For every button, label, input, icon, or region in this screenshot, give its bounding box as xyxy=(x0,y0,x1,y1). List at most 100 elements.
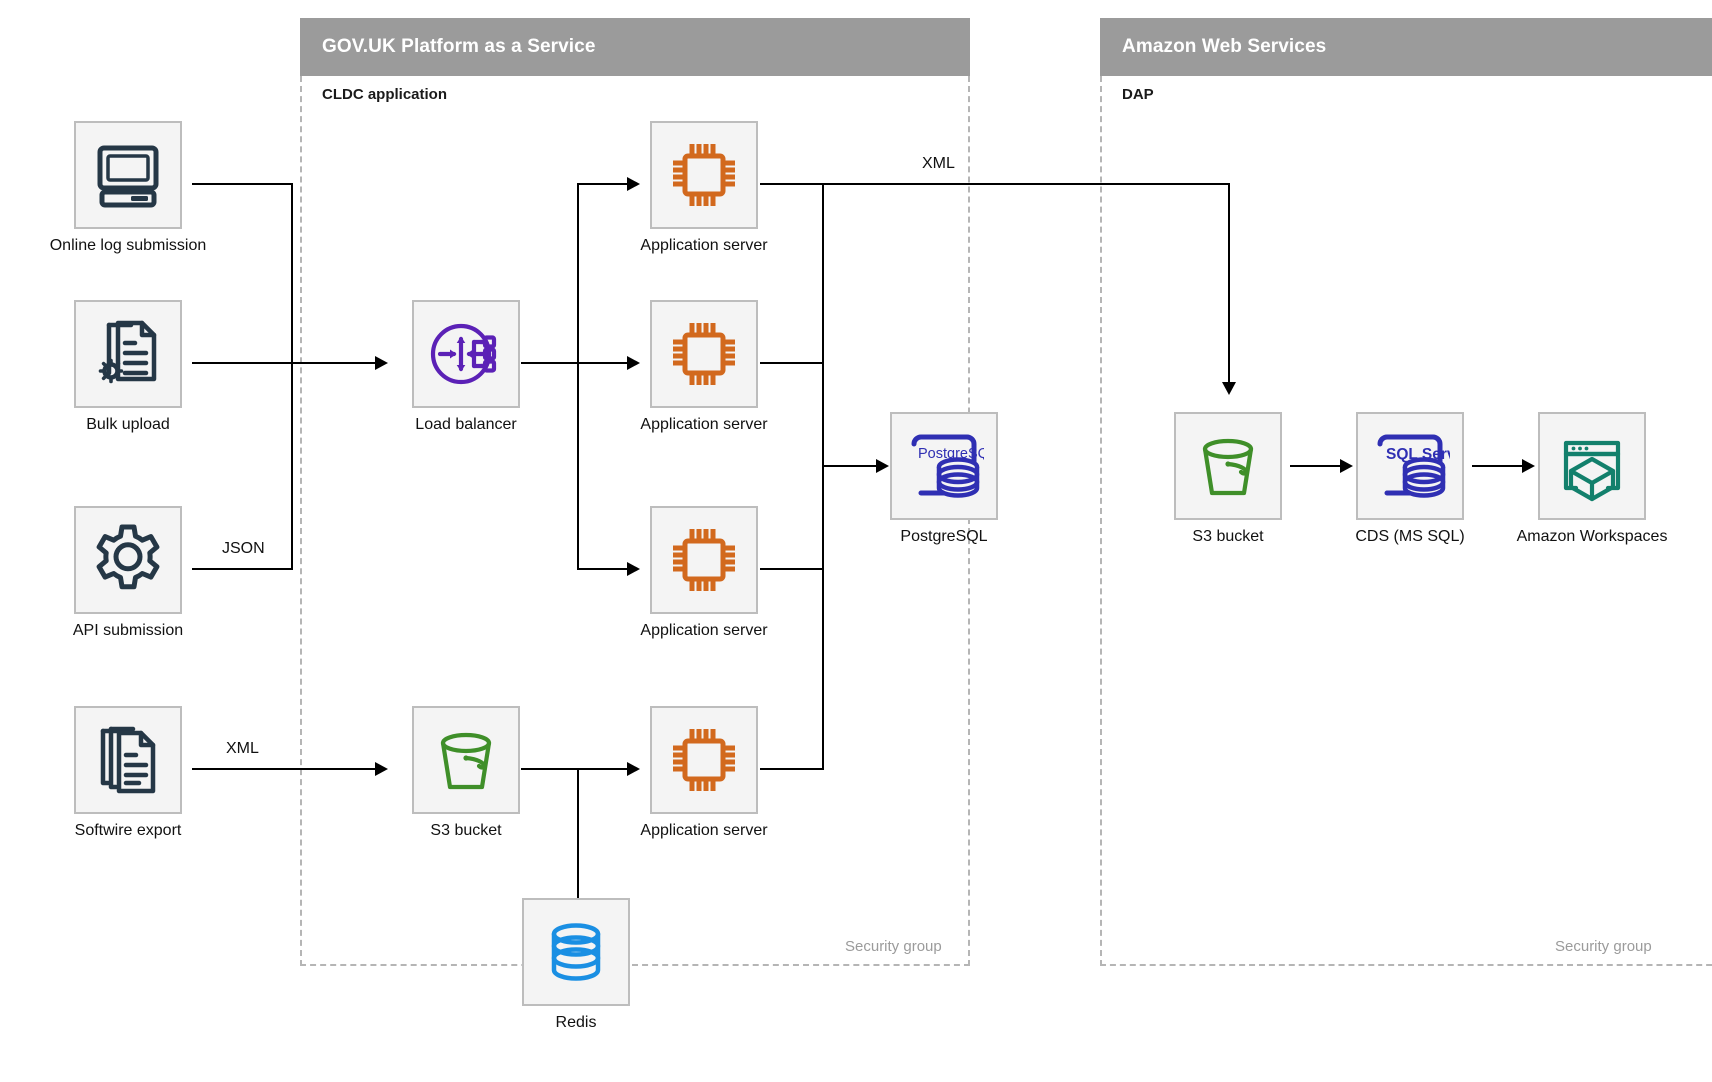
sql-server-icon: SQL Server xyxy=(1370,428,1450,504)
node-box-app-server-4 xyxy=(650,706,758,814)
edge-bus-to-app2 xyxy=(577,362,635,364)
cpu-chip-icon xyxy=(666,722,742,798)
node-box-amazon-workspaces xyxy=(1538,412,1646,520)
node-app-server-2[interactable]: Application server xyxy=(640,300,768,433)
edge-bus-to-app4 xyxy=(577,768,635,770)
group-header-aws: Amazon Web Services xyxy=(1100,18,1712,76)
cpu-chip-icon xyxy=(666,137,742,213)
edge-bus-to-app1 xyxy=(577,183,635,185)
security-group-label-aws: Security group xyxy=(1555,938,1652,955)
arrow-into-postgresql xyxy=(876,459,889,473)
node-box-cds-ms-sql: SQL Server xyxy=(1356,412,1464,520)
node-label-postgresql: PostgreSQL xyxy=(900,528,988,545)
edge-bus-vertical-top xyxy=(291,183,293,363)
node-label-redis: Redis xyxy=(555,1014,597,1031)
node-label-app-server-2: Application server xyxy=(640,416,768,433)
edge-s3-to-app4 xyxy=(521,768,581,770)
node-label-amazon-workspaces: Amazon Workspaces xyxy=(1516,528,1668,545)
arrow-into-app-server-2 xyxy=(627,356,640,370)
group-sublabel-cldc: CLDC application xyxy=(322,86,448,103)
bucket-icon xyxy=(428,722,504,798)
group-box-aws xyxy=(1100,76,1712,966)
node-box-app-server-2 xyxy=(650,300,758,408)
edge-app4-right xyxy=(760,768,824,770)
edge-app2-right xyxy=(760,362,824,364)
group-sublabel-dap: DAP xyxy=(1122,86,1154,103)
node-postgresql[interactable]: PostgreSQL PostgreSQL xyxy=(890,412,998,545)
group-box-paas xyxy=(300,76,970,966)
edge-bulk-to-lb xyxy=(192,362,382,364)
svg-text:PostgreSQL: PostgreSQL xyxy=(918,446,984,462)
edge-app3-right xyxy=(760,568,824,570)
document-gear-icon xyxy=(91,317,165,391)
node-online-log-submission[interactable]: Online log submission xyxy=(50,121,206,254)
desktop-computer-icon xyxy=(91,138,165,212)
node-label-load-balancer: Load balancer xyxy=(415,416,517,433)
node-label-s3-bucket-paas: S3 bucket xyxy=(430,822,502,839)
node-app-server-3[interactable]: Application server xyxy=(640,506,768,639)
node-box-load-balancer xyxy=(412,300,520,408)
edge-lb-out xyxy=(521,362,579,364)
edge-label-xml-to-s3: XML xyxy=(918,155,959,173)
node-label-app-server-3: Application server xyxy=(640,622,768,639)
cpu-chip-icon xyxy=(666,316,742,392)
edge-api-to-bus xyxy=(192,568,293,570)
edge-app1-to-xml xyxy=(760,183,1230,185)
node-api-submission[interactable]: API submission xyxy=(73,506,183,639)
edge-s3aws-to-cds xyxy=(1290,465,1348,467)
node-box-softwire-export xyxy=(74,706,182,814)
node-load-balancer[interactable]: Load balancer xyxy=(412,300,520,433)
edge-collector-bus-postgres xyxy=(822,183,824,770)
node-box-api-submission xyxy=(74,506,182,614)
node-label-bulk-upload: Bulk upload xyxy=(86,416,170,433)
node-cds-ms-sql[interactable]: SQL Server CDS (MS SQL) xyxy=(1355,412,1465,545)
arrow-into-workspaces xyxy=(1522,459,1535,473)
documents-stack-icon xyxy=(91,723,165,797)
edge-appserver-fan-bus xyxy=(577,183,579,570)
edge-label-xml-softwire: XML xyxy=(222,740,263,758)
node-box-postgresql: PostgreSQL xyxy=(890,412,998,520)
edge-label-json: JSON xyxy=(218,540,269,558)
node-box-app-server-1 xyxy=(650,121,758,229)
node-amazon-workspaces[interactable]: Amazon Workspaces xyxy=(1517,412,1667,545)
cpu-chip-icon xyxy=(666,522,742,598)
node-label-app-server-4: Application server xyxy=(640,822,768,839)
node-label-api-submission: API submission xyxy=(72,622,184,639)
node-label-app-server-1: Application server xyxy=(640,237,768,254)
arrow-into-app-server-3 xyxy=(627,562,640,576)
node-box-online-log-submission xyxy=(74,121,182,229)
node-box-s3-bucket-aws xyxy=(1174,412,1282,520)
arrow-into-load-balancer xyxy=(375,356,388,370)
workspaces-cube-icon xyxy=(1554,428,1630,504)
node-label-cds-ms-sql: CDS (MS SQL) xyxy=(1355,528,1465,545)
group-header-paas: GOV.UK Platform as a Service xyxy=(300,18,970,76)
arrow-into-s3-paas xyxy=(375,762,388,776)
edge-collector-to-postgres xyxy=(822,465,884,467)
edge-bus-to-app3 xyxy=(577,568,635,570)
edge-softwire-to-s3 xyxy=(192,768,382,770)
bucket-icon xyxy=(1190,428,1266,504)
node-app-server-1[interactable]: Application server xyxy=(640,121,768,254)
node-box-s3-bucket-paas xyxy=(412,706,520,814)
edge-xml-down-to-s3-aws xyxy=(1228,183,1230,388)
node-redis[interactable]: Redis xyxy=(522,898,630,1031)
edge-online-to-bus xyxy=(192,183,293,185)
node-app-server-4[interactable]: Application server xyxy=(640,706,768,839)
edge-bus-vertical-bottom xyxy=(291,362,293,570)
database-cylinder-icon xyxy=(541,917,611,987)
node-softwire-export[interactable]: Softwire export xyxy=(74,706,182,839)
arrow-into-cds xyxy=(1340,459,1353,473)
gear-icon xyxy=(91,523,165,597)
edge-redis-to-app-bus xyxy=(577,768,579,898)
node-label-softwire-export: Softwire export xyxy=(74,822,182,839)
node-box-bulk-upload xyxy=(74,300,182,408)
security-group-label-paas: Security group xyxy=(845,938,942,955)
node-s3-bucket-paas[interactable]: S3 bucket xyxy=(412,706,520,839)
node-box-app-server-3 xyxy=(650,506,758,614)
postgresql-icon: PostgreSQL xyxy=(904,428,984,504)
node-box-redis xyxy=(522,898,630,1006)
node-bulk-upload[interactable]: Bulk upload xyxy=(74,300,182,433)
node-s3-bucket-aws[interactable]: S3 bucket xyxy=(1174,412,1282,545)
group-header-aws-label: Amazon Web Services xyxy=(1122,36,1327,57)
